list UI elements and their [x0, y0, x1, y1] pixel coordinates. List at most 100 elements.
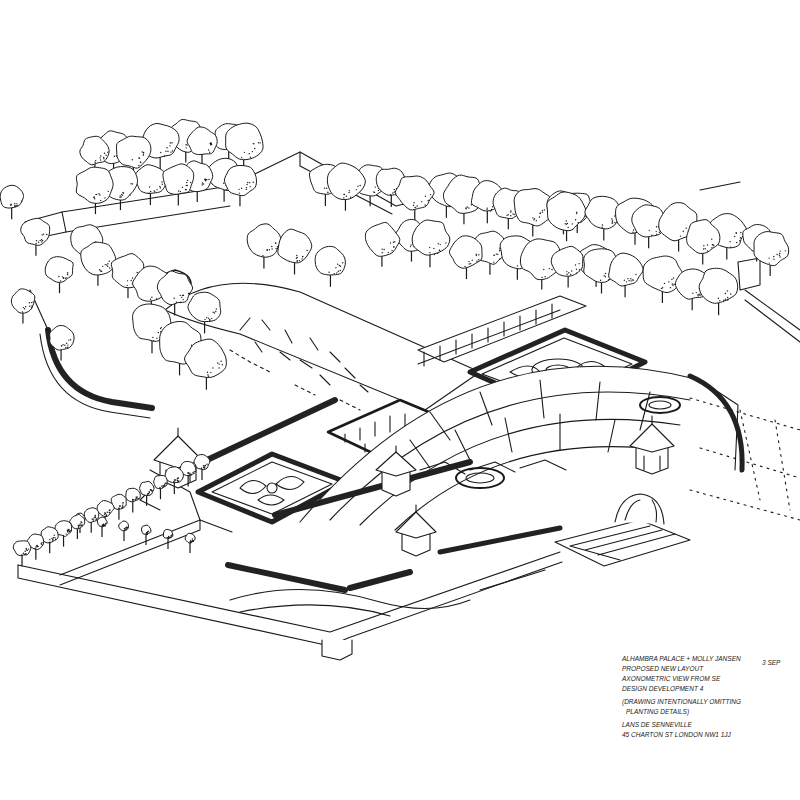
tree-allee: [26, 548, 27, 549]
tree-mass: [416, 205, 417, 206]
tree-allee: [25, 553, 26, 554]
tree-mass: [575, 264, 576, 265]
hedge: [440, 528, 560, 552]
tree-mass: [63, 278, 64, 279]
tree-mass: [413, 205, 414, 206]
tree-mass: [342, 262, 343, 263]
tree-mass: [107, 263, 108, 264]
tree-allee: [92, 518, 93, 519]
tree-mass: [727, 290, 728, 291]
tree-mass: [624, 280, 625, 281]
tree-mass: [327, 191, 328, 192]
tree-mass: [23, 307, 24, 308]
tree-allee: [192, 541, 193, 542]
tree-mass: [215, 311, 216, 312]
tree-mass: [427, 200, 428, 201]
tree-allee: [201, 468, 202, 469]
tree-mass: [14, 205, 15, 206]
tree-mass: [218, 367, 219, 368]
tree-mass: [780, 250, 781, 251]
tree-allee: [124, 528, 125, 529]
tree-mass: [343, 197, 344, 198]
tree-mass: [699, 268, 737, 315]
tree-mass: [632, 232, 633, 233]
dotted-path: [740, 410, 790, 510]
tree-mass: [246, 184, 247, 185]
tree-allee: [147, 493, 148, 494]
tree-allee: [80, 521, 81, 522]
tree-mass: [151, 297, 152, 298]
tree-mass: [11, 204, 12, 205]
tree-mass: [107, 152, 108, 153]
tree-allee: [26, 550, 27, 551]
tree-mass: [258, 142, 259, 143]
tree-mass: [165, 151, 166, 152]
tree-mass: [425, 195, 426, 196]
tree-mass: [271, 248, 272, 249]
tree-mass: [136, 272, 137, 273]
tree-mass: [66, 277, 67, 278]
tree-mass: [210, 372, 211, 373]
tree-allee: [146, 532, 147, 533]
tree-mass: [209, 143, 210, 144]
curved-hedge: [30, 290, 152, 418]
tree-mass: [160, 328, 161, 329]
tree-mass: [472, 259, 473, 260]
tree-mass: [315, 246, 345, 286]
tree-mass: [65, 347, 66, 348]
tree-mass: [630, 280, 631, 281]
tree-mass: [81, 242, 116, 275]
lawn: [240, 318, 368, 392]
tree-mass: [206, 179, 207, 180]
tree-allee: [168, 537, 169, 538]
tree-mass: [99, 157, 100, 158]
semicircular-terrace: [690, 376, 742, 470]
tree-mass: [94, 198, 95, 199]
tree-allee: [163, 529, 173, 538]
lawn: [139, 270, 480, 410]
tree-mass: [210, 144, 211, 145]
tree-allee: [165, 483, 166, 484]
tree-allee: [174, 479, 175, 480]
tree-mass: [478, 259, 479, 260]
tree-mass: [656, 226, 657, 227]
tree-allee: [187, 472, 188, 473]
tree-mass: [224, 165, 256, 195]
tree-allee: [194, 455, 210, 470]
tree-mass: [121, 194, 122, 195]
tree-allee: [122, 504, 123, 505]
tree-mass: [395, 176, 434, 221]
tree-mass: [210, 144, 211, 145]
tree-mass: [160, 187, 161, 188]
tree-mass: [94, 196, 95, 197]
tree-mass: [672, 285, 673, 286]
tree-allee: [53, 537, 54, 538]
tree-mass: [21, 200, 22, 201]
tree-mass: [359, 185, 360, 186]
tree-mass: [429, 247, 430, 248]
tree-allee: [135, 498, 136, 499]
tree-mass: [327, 192, 328, 193]
tree-mass: [39, 240, 40, 241]
tree-mass: [785, 250, 786, 251]
tree-allee: [13, 541, 31, 556]
tree-allee: [142, 525, 151, 535]
tree-mass: [140, 161, 141, 162]
tree-mass: [154, 191, 155, 192]
tree-mass: [157, 271, 192, 305]
tree-mass: [16, 203, 17, 204]
boundary-wall: [745, 290, 800, 330]
tree-allee: [69, 530, 70, 531]
tree-mass: [696, 292, 697, 293]
pavilion: [630, 416, 674, 474]
tree-mass: [608, 279, 609, 280]
tree-allee: [80, 523, 81, 524]
tree-mass: [63, 277, 64, 278]
tree-allee: [146, 534, 147, 535]
tree-allee: [49, 542, 50, 543]
tree-mass: [296, 258, 297, 259]
drawing-note: AXONOMETRIC VIEW FROM SE: [622, 675, 720, 683]
tree-mass: [614, 222, 615, 223]
tree-allee: [174, 481, 175, 494]
